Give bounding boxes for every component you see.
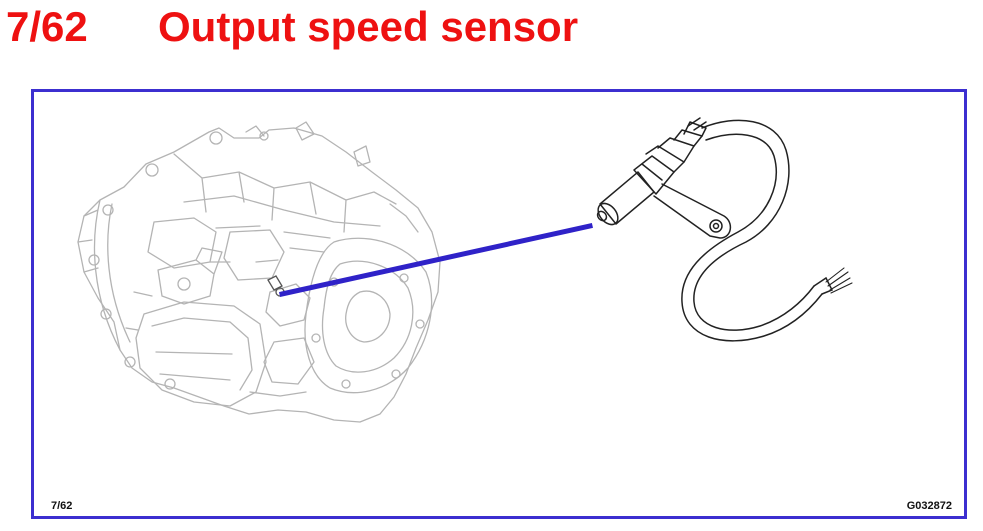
page-title: Output speed sensor [158, 3, 579, 50]
transmission-housing [77, 121, 441, 423]
mounting-bracket [653, 183, 732, 239]
solenoid-block [157, 247, 223, 305]
sensor-body [599, 171, 655, 225]
figure-frame: 7/62 G032872 [31, 89, 967, 519]
figure-code-label: G032872 [906, 500, 952, 512]
housing-outline [77, 127, 441, 423]
lead-wires [825, 267, 853, 294]
page-header: 7/62 Output speed sensor [6, 2, 578, 52]
leader-line [279, 223, 593, 297]
top-cover [173, 153, 397, 233]
sensor-cable [681, 119, 834, 342]
bell-housing [77, 199, 131, 351]
figure-ref-label: 7/62 [51, 500, 73, 512]
figure-illustration [77, 117, 853, 423]
output-speed-sensor [596, 117, 732, 239]
oil-pan [135, 301, 267, 407]
page-number: 7/62 [6, 3, 88, 50]
